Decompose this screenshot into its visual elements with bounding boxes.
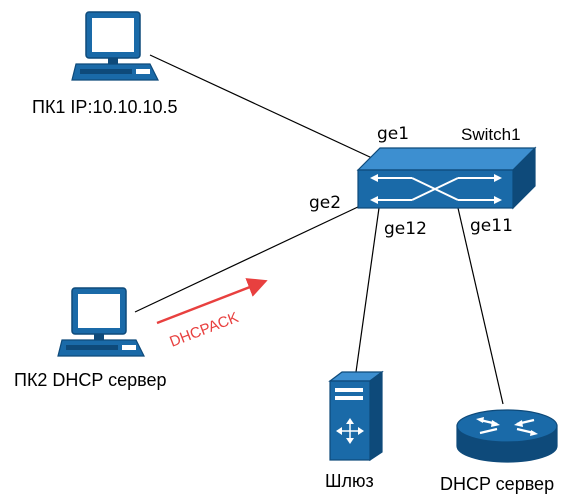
pc1-icon[interactable] (71, 11, 159, 81)
switch-label: Switch1 (461, 125, 521, 144)
switch-icon[interactable] (356, 146, 537, 210)
pc2-label: ПК2 DHCP сервер (14, 370, 167, 390)
port-ge2: ge2 (309, 193, 341, 213)
router-icon[interactable] (456, 409, 558, 463)
link-pc2-switch (134, 205, 361, 313)
port-ge1: ge1 (377, 124, 409, 144)
links (134, 54, 504, 405)
router-label: DHCP сервер (440, 474, 554, 494)
gateway-icon[interactable] (328, 370, 384, 462)
dhcpack-arrow (156, 278, 268, 325)
link-pc1-switch (149, 54, 373, 159)
link-gateway-switch (355, 207, 380, 373)
pc1-label: ПК1 IP:10.10.10.5 (32, 97, 178, 117)
port-ge12: ge12 (384, 219, 427, 239)
link-router-switch (457, 207, 504, 405)
port-ge11: ge11 (470, 216, 513, 236)
gateway-label: Шлюз (325, 471, 374, 491)
pc2-icon[interactable] (57, 287, 145, 357)
